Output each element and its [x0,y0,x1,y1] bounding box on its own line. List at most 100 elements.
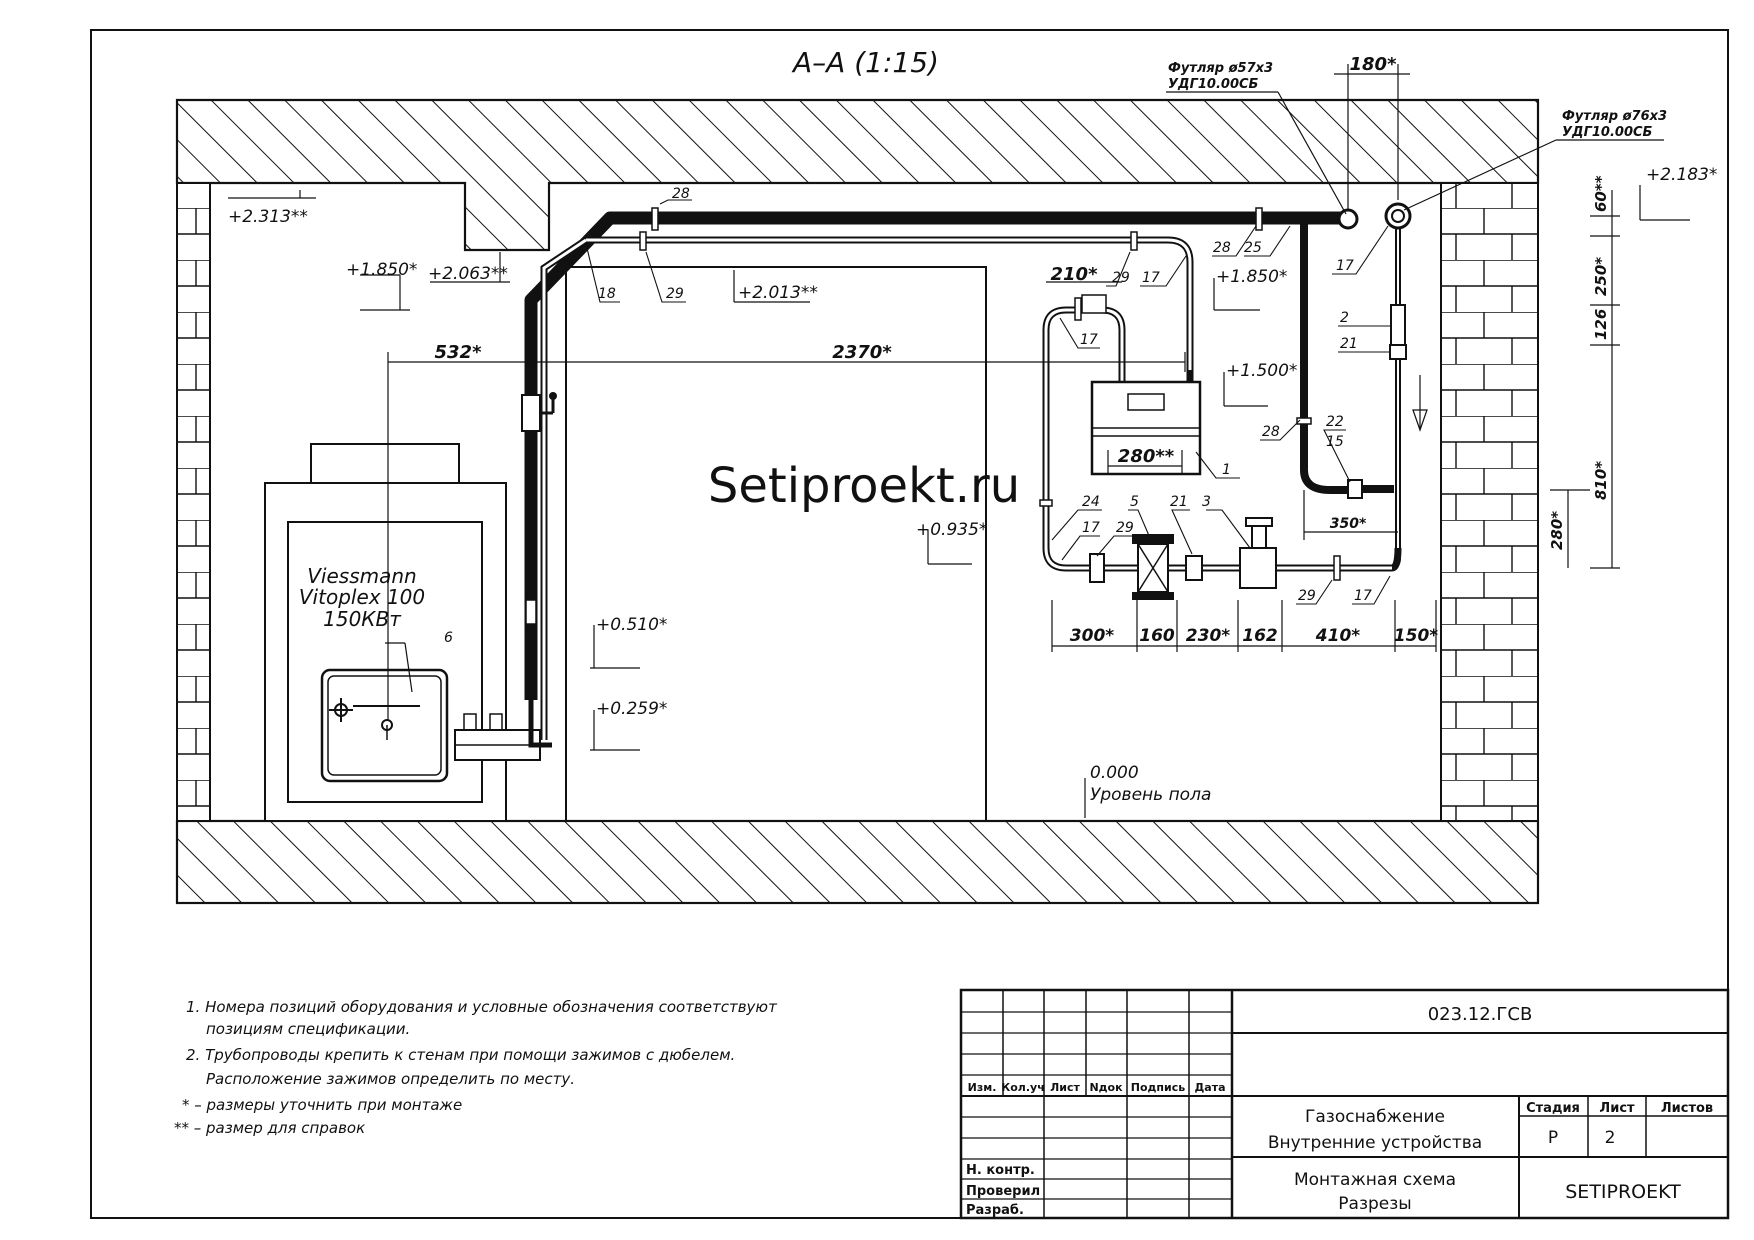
tb-role-developed: Разраб. [966,1203,1024,1218]
riser-fitting-2 [1390,304,1406,346]
tb-stage: Р [1548,1128,1558,1148]
sleeve-57-code: УДГ10.00СБ [1168,77,1259,92]
pos-3: 3 [1202,494,1211,510]
floor-slab [175,819,1540,905]
boiler-label-line3: 150КВт [323,607,402,631]
svg-text:+2.183*: +2.183* [1646,165,1717,185]
tb-project-line1: Газоснабжение [1305,1107,1445,1127]
boiler-label-line2: Vitoplex 100 [299,585,425,609]
level-mark: +1.850* [1213,267,1287,311]
pos-6: 6 [444,630,453,646]
dim-180: 180* [1350,54,1398,75]
tb-sheet-title-line1: Монтажная схема [1294,1170,1456,1190]
pos-28c: 28 [1262,424,1280,440]
note-2: 2. Трубопроводы крепить к стенам при пом… [186,1046,735,1064]
boiler: Viessmann Vitoplex 100 150КВт 6 [264,443,541,822]
pos-29a: 29 [666,286,684,302]
pos-29c: 29 [1116,520,1134,536]
pos-28a: 28 [672,186,690,202]
tb-stage-header: Стадия [1526,1101,1580,1116]
tb-code: 023.12.ГСВ [1428,1004,1533,1025]
pos-5: 5 [1130,494,1139,510]
dim-126: 126 [1592,309,1610,340]
pos-18: 18 [598,286,616,302]
dim-160: 160 [1139,626,1175,646]
pos-29d: 29 [1298,588,1316,604]
tb-header-podpis: Подпись [1131,1081,1185,1094]
left-brick-wall [176,182,211,822]
tb-project-line2: Внутренние устройства [1268,1133,1482,1153]
clamp [1039,499,1053,507]
riser-tap [521,394,541,432]
watermark: Setiproekt.ru [708,458,1020,514]
level-mark: +1.500* [1223,361,1297,407]
pos-17e: 17 [1354,588,1372,604]
tb-sheet-title-line2: Разрезы [1338,1194,1411,1214]
pos-17d: 17 [1082,520,1100,536]
gas-pipelines [521,202,1412,748]
burner-outer [320,668,449,783]
level-mark: +2.063** [428,252,510,284]
boiler-flue [310,443,460,484]
pos-21a: 21 [1340,336,1358,352]
note-double-star: ** – размер для справок [174,1119,365,1137]
tb-header-kol: Кол.уч [1001,1081,1045,1094]
gas-pipe-right-riser [1386,218,1401,571]
valve-3 [1239,517,1277,589]
filter-5 [1132,534,1174,600]
tb-role-nkontr: Н. контр. [966,1163,1035,1178]
svg-text:+2.063**: +2.063** [428,264,508,284]
meter-display [1127,393,1165,411]
dim-230: 230* [1186,626,1230,646]
level-mark: +0.259* [590,699,667,751]
floor-label: Уровень пола [1090,785,1211,805]
dim-280-meter: 280** [1118,446,1175,467]
level-mark: +0.935* [916,520,987,565]
door-opening [565,266,987,822]
tb-header-izm: Изм. [968,1081,997,1094]
tb-sheets-header: Листов [1661,1101,1713,1116]
right-brick-wall [1440,182,1539,822]
svg-text:+2.313**: +2.313** [228,207,308,227]
fitting-29 [1089,553,1105,583]
sleeve-57-label: Футляр ø57х3 [1168,61,1273,76]
sleeve-76 [1384,202,1412,230]
dim-350: 350* [1330,516,1367,532]
level-mark: +2.013** [733,270,818,303]
pos-29b: 29 [1112,270,1130,286]
svg-text:+0.935*: +0.935* [916,520,987,540]
clamp [639,231,647,251]
position-callouts: 28 18 29 28 25 29 17 17 17 2 21 28 22 15… [585,186,1391,605]
building-section [175,98,1540,905]
ceiling-slab [175,98,1540,252]
pos-2: 2 [1340,310,1349,326]
svg-text:+1.500*: +1.500* [1226,361,1297,381]
dim-300: 300* [1070,626,1114,646]
title-block: Изм. Кол.уч Лист Nдок Подпись Дата Н. ко… [959,988,1730,1220]
tb-header-list: Лист [1050,1081,1080,1094]
dim-250: 250* [1592,257,1610,296]
svg-text:+0.259*: +0.259* [596,699,667,719]
dim-280-vertical: 280* [1548,511,1566,550]
clamp [1074,297,1082,321]
burner-inner [327,675,442,776]
gas-pipe-drop [1300,222,1356,494]
dim-60: 60** [1592,175,1610,212]
pos-15: 15 [1326,434,1344,450]
gas-pipe-main [524,211,1344,700]
general-notes: 1. Номера позиций оборудования и условны… [174,998,778,1137]
clamp [651,207,659,231]
clamp [1130,231,1138,251]
note-star: * – размеры уточнить при монтаже [182,1096,462,1114]
pos-22: 22 [1326,414,1344,430]
level-mark: +1.850* [346,260,417,311]
section-title: А–А (1:15) [791,46,939,79]
dimensions: 532* 2370* 180* 210* 280** 350* 300* 160… [387,54,1620,720]
boiler-front [287,521,483,803]
dim-150: 150* [1394,626,1438,646]
pos-28b: 28 [1213,240,1231,256]
sleeve-57 [1337,208,1359,230]
pos-17c: 17 [1336,258,1354,274]
svg-text:+2.013**: +2.013** [738,283,818,303]
